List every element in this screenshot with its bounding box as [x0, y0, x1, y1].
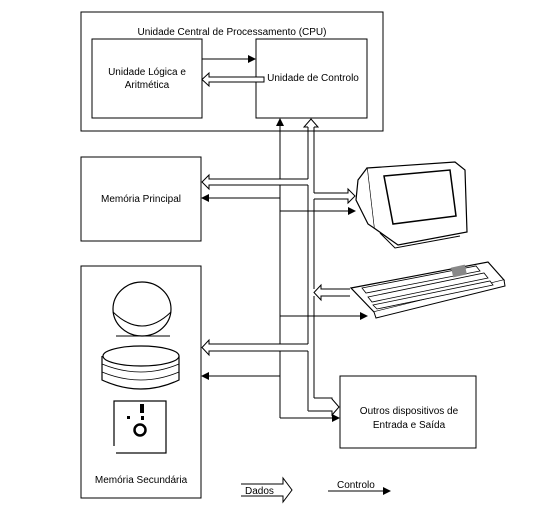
control-unit-box — [255, 38, 368, 119]
cu-to-alu-data-arrow — [201, 71, 265, 88]
alu-box — [91, 38, 203, 119]
alu-label-line2: Aritmética — [125, 80, 170, 91]
disk-platter-icon — [112, 281, 172, 337]
main-memory-label: Memória Principal — [101, 194, 181, 205]
data-bus — [302, 118, 320, 411]
legend-data-arrow-icon — [241, 476, 293, 504]
legend-data: Dados — [241, 476, 293, 504]
cpu-box — [80, 11, 384, 132]
monitor-icon — [355, 161, 468, 249]
disk-drum-icon — [101, 345, 180, 390]
other-io-box — [339, 375, 477, 449]
legend-control: Controlo — [328, 480, 391, 495]
secondary-memory-label: Memória Secundária — [95, 475, 188, 486]
legend-data-label: Dados — [245, 486, 274, 497]
control-unit-label: Unidade de Controlo — [267, 73, 359, 84]
floppy-disk-icon — [110, 400, 167, 454]
data-to-secondary-memory-arrow — [201, 338, 308, 357]
data-from-keyboard-arrow — [313, 283, 350, 302]
keyboard-icon — [349, 261, 506, 319]
cpu-title: Unidade Central de Processamento (CPU) — [138, 27, 327, 38]
secondary-memory-box — [80, 265, 202, 499]
data-to-other-io-arrow — [308, 397, 340, 417]
other-io-label-line1: Outros dispositivos de — [360, 406, 459, 417]
legend-control-label: Controlo — [337, 480, 375, 491]
alu-label-line1: Unidade Lógica e — [108, 67, 186, 78]
other-io-label-line2: Entrada e Saída — [373, 420, 446, 431]
data-to-monitor-arrow — [314, 187, 356, 205]
data-to-main-memory-arrow — [201, 173, 308, 191]
